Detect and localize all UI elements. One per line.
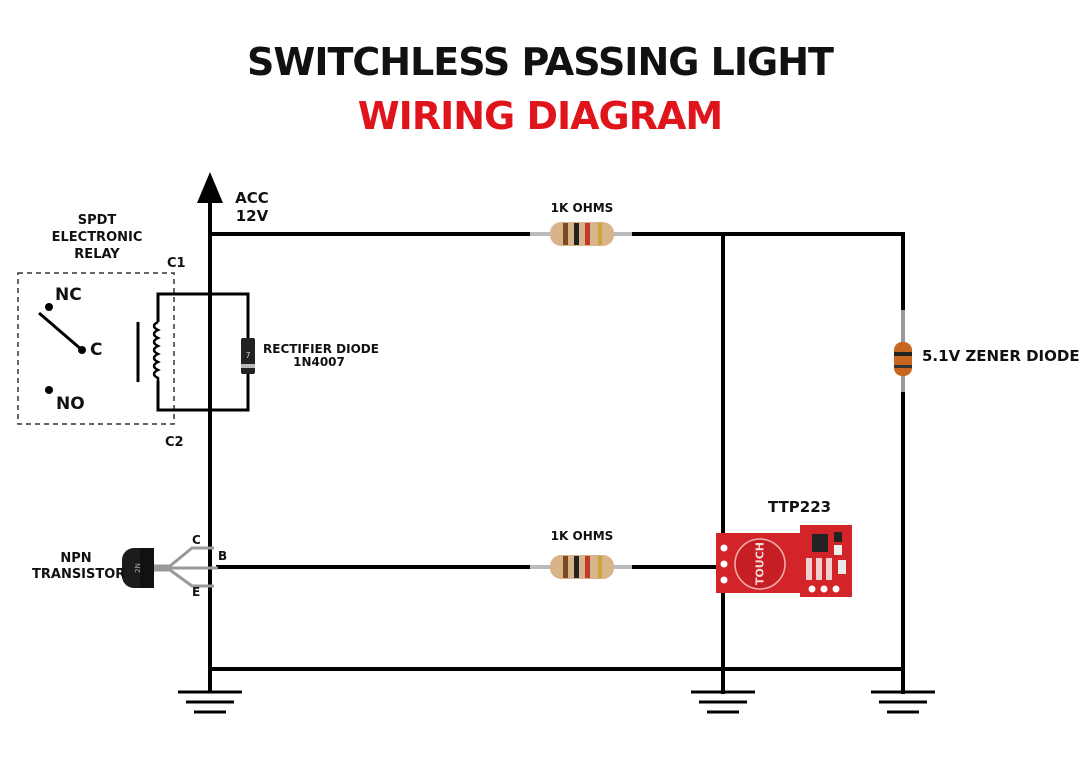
diagram-title: SWITCHLESS PASSING LIGHT: [247, 40, 834, 84]
resistor-bottom-label: 1K OHMS: [550, 529, 614, 543]
c1-label: C1: [167, 256, 186, 271]
arrow-up-icon: [197, 172, 223, 203]
transistor-icon: 2N: [122, 546, 218, 588]
diagram-subtitle: WIRING DIAGRAM: [357, 94, 723, 138]
zener-label: 5.1V ZENER DIODE: [922, 347, 1080, 365]
nc-label: NC: [55, 285, 82, 305]
diode-icon: 7: [241, 338, 255, 374]
ground-icon: [178, 690, 242, 714]
c2-label: C2: [165, 435, 184, 450]
relay-label-line3: RELAY: [74, 247, 120, 262]
ground-icon: [691, 690, 755, 714]
wires: [208, 198, 905, 694]
relay-label-line1: SPDT: [77, 213, 117, 228]
npn-label-line2: TRANSISTOR: [32, 567, 126, 582]
rectifier-label-line1: RECTIFIER DIODE: [263, 342, 379, 356]
no-label: NO: [56, 394, 85, 414]
acc-label: ACC: [235, 189, 269, 207]
svg-text:2N: 2N: [134, 563, 142, 573]
base-pin-label: B: [218, 549, 228, 563]
voltage-label: 12V: [235, 207, 269, 225]
coil-loop: [136, 292, 250, 412]
npn-label-line1: NPN: [60, 551, 92, 566]
collector-pin-label: C: [192, 533, 201, 547]
resistor-icon: [530, 222, 632, 246]
relay-coil-icon: [152, 320, 161, 381]
resistor-icon: [530, 555, 632, 579]
zener-diode-icon: [894, 310, 912, 392]
svg-text:7: 7: [245, 351, 250, 360]
touch-pad-label: TOUCH: [753, 541, 767, 586]
rectifier-label-line2: 1N4007: [293, 355, 345, 369]
emitter-pin-label: E: [192, 585, 201, 599]
ttp223-label: TTP223: [768, 498, 832, 516]
relay-label-line2: ELECTRONIC: [51, 230, 143, 245]
resistor-top-label: 1K OHMS: [550, 201, 614, 215]
ground-icon: [871, 690, 935, 714]
touch-sensor-icon: [716, 525, 852, 597]
common-label: C: [90, 340, 103, 360]
switch-icon: [38, 303, 86, 394]
